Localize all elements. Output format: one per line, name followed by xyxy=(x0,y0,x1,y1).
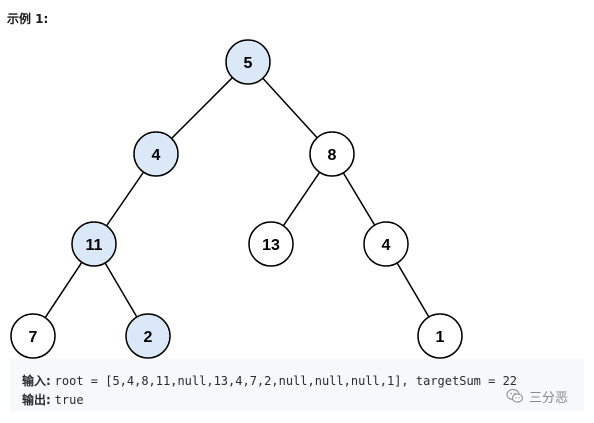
tree-node-value: 2 xyxy=(144,329,153,346)
tree-node-circle xyxy=(248,221,294,267)
tree-node-value: 8 xyxy=(328,147,337,164)
tree-node-n2: 2 xyxy=(125,313,171,359)
tree-edge-n5-n8 xyxy=(262,77,318,139)
tree-node-value: 4 xyxy=(382,237,391,254)
tree-edge-n11-n7 xyxy=(44,261,83,319)
tree-node-circle xyxy=(133,131,179,177)
tree-node-circle xyxy=(417,313,463,359)
tree-edge-n8-n4b xyxy=(342,172,376,226)
tree-node-value: 13 xyxy=(262,237,280,254)
tree-node-value: 7 xyxy=(29,329,38,346)
tree-node-circle xyxy=(363,221,409,267)
tree-node-value: 4 xyxy=(152,147,161,164)
wechat-icon xyxy=(506,388,524,403)
tree-edge-n8-n13 xyxy=(282,171,321,227)
example-code-box: 输入: root = [5,4,8,11,null,13,4,7,2,null,… xyxy=(10,359,584,411)
input-value: root = [5,4,8,11,null,13,4,7,2,null,null… xyxy=(54,374,518,388)
tree-node-n4a: 4 xyxy=(133,131,179,177)
tree-edge-n4b-n1 xyxy=(396,262,430,318)
tree-node-n1: 1 xyxy=(417,313,463,359)
tree-node-n11: 11 xyxy=(71,221,117,267)
output-label: 输出: xyxy=(22,393,51,407)
tree-edge-n5-n4a xyxy=(171,77,233,139)
tree-edges xyxy=(44,77,430,319)
tree-node-circle xyxy=(10,313,56,359)
tree-node-value: 1 xyxy=(436,329,445,346)
binary-tree-diagram: 5 4 8 11 13 4 7 2 1 xyxy=(10,39,463,359)
input-label: 输入: xyxy=(22,374,51,388)
tree-node-n5: 5 xyxy=(225,39,271,85)
tree-node-n13: 13 xyxy=(248,221,294,267)
tree-node-value: 5 xyxy=(244,55,253,72)
tree-node-n7: 7 xyxy=(10,313,56,359)
example-title: 示例 1: xyxy=(7,12,49,26)
tree-node-value: 11 xyxy=(86,237,103,254)
output-value: true xyxy=(54,393,84,407)
output-line: 输出: true xyxy=(22,391,84,408)
tree-edge-n11-n2 xyxy=(104,262,138,318)
tree-node-n4b: 4 xyxy=(363,221,409,267)
watermark-text: 三分恶 xyxy=(529,390,569,406)
tree-edge-n4a-n11 xyxy=(105,171,145,227)
tree-node-n8: 8 xyxy=(309,131,355,177)
tree-node-circle xyxy=(225,39,271,85)
tree-node-circle xyxy=(71,221,117,267)
watermark: 三分恶 xyxy=(506,386,568,406)
tree-node-circle xyxy=(125,313,171,359)
tree-nodes: 5 4 8 11 13 4 7 2 1 xyxy=(10,39,463,359)
tree-node-circle xyxy=(309,131,355,177)
input-line: 输入: root = [5,4,8,11,null,13,4,7,2,null,… xyxy=(22,372,517,389)
